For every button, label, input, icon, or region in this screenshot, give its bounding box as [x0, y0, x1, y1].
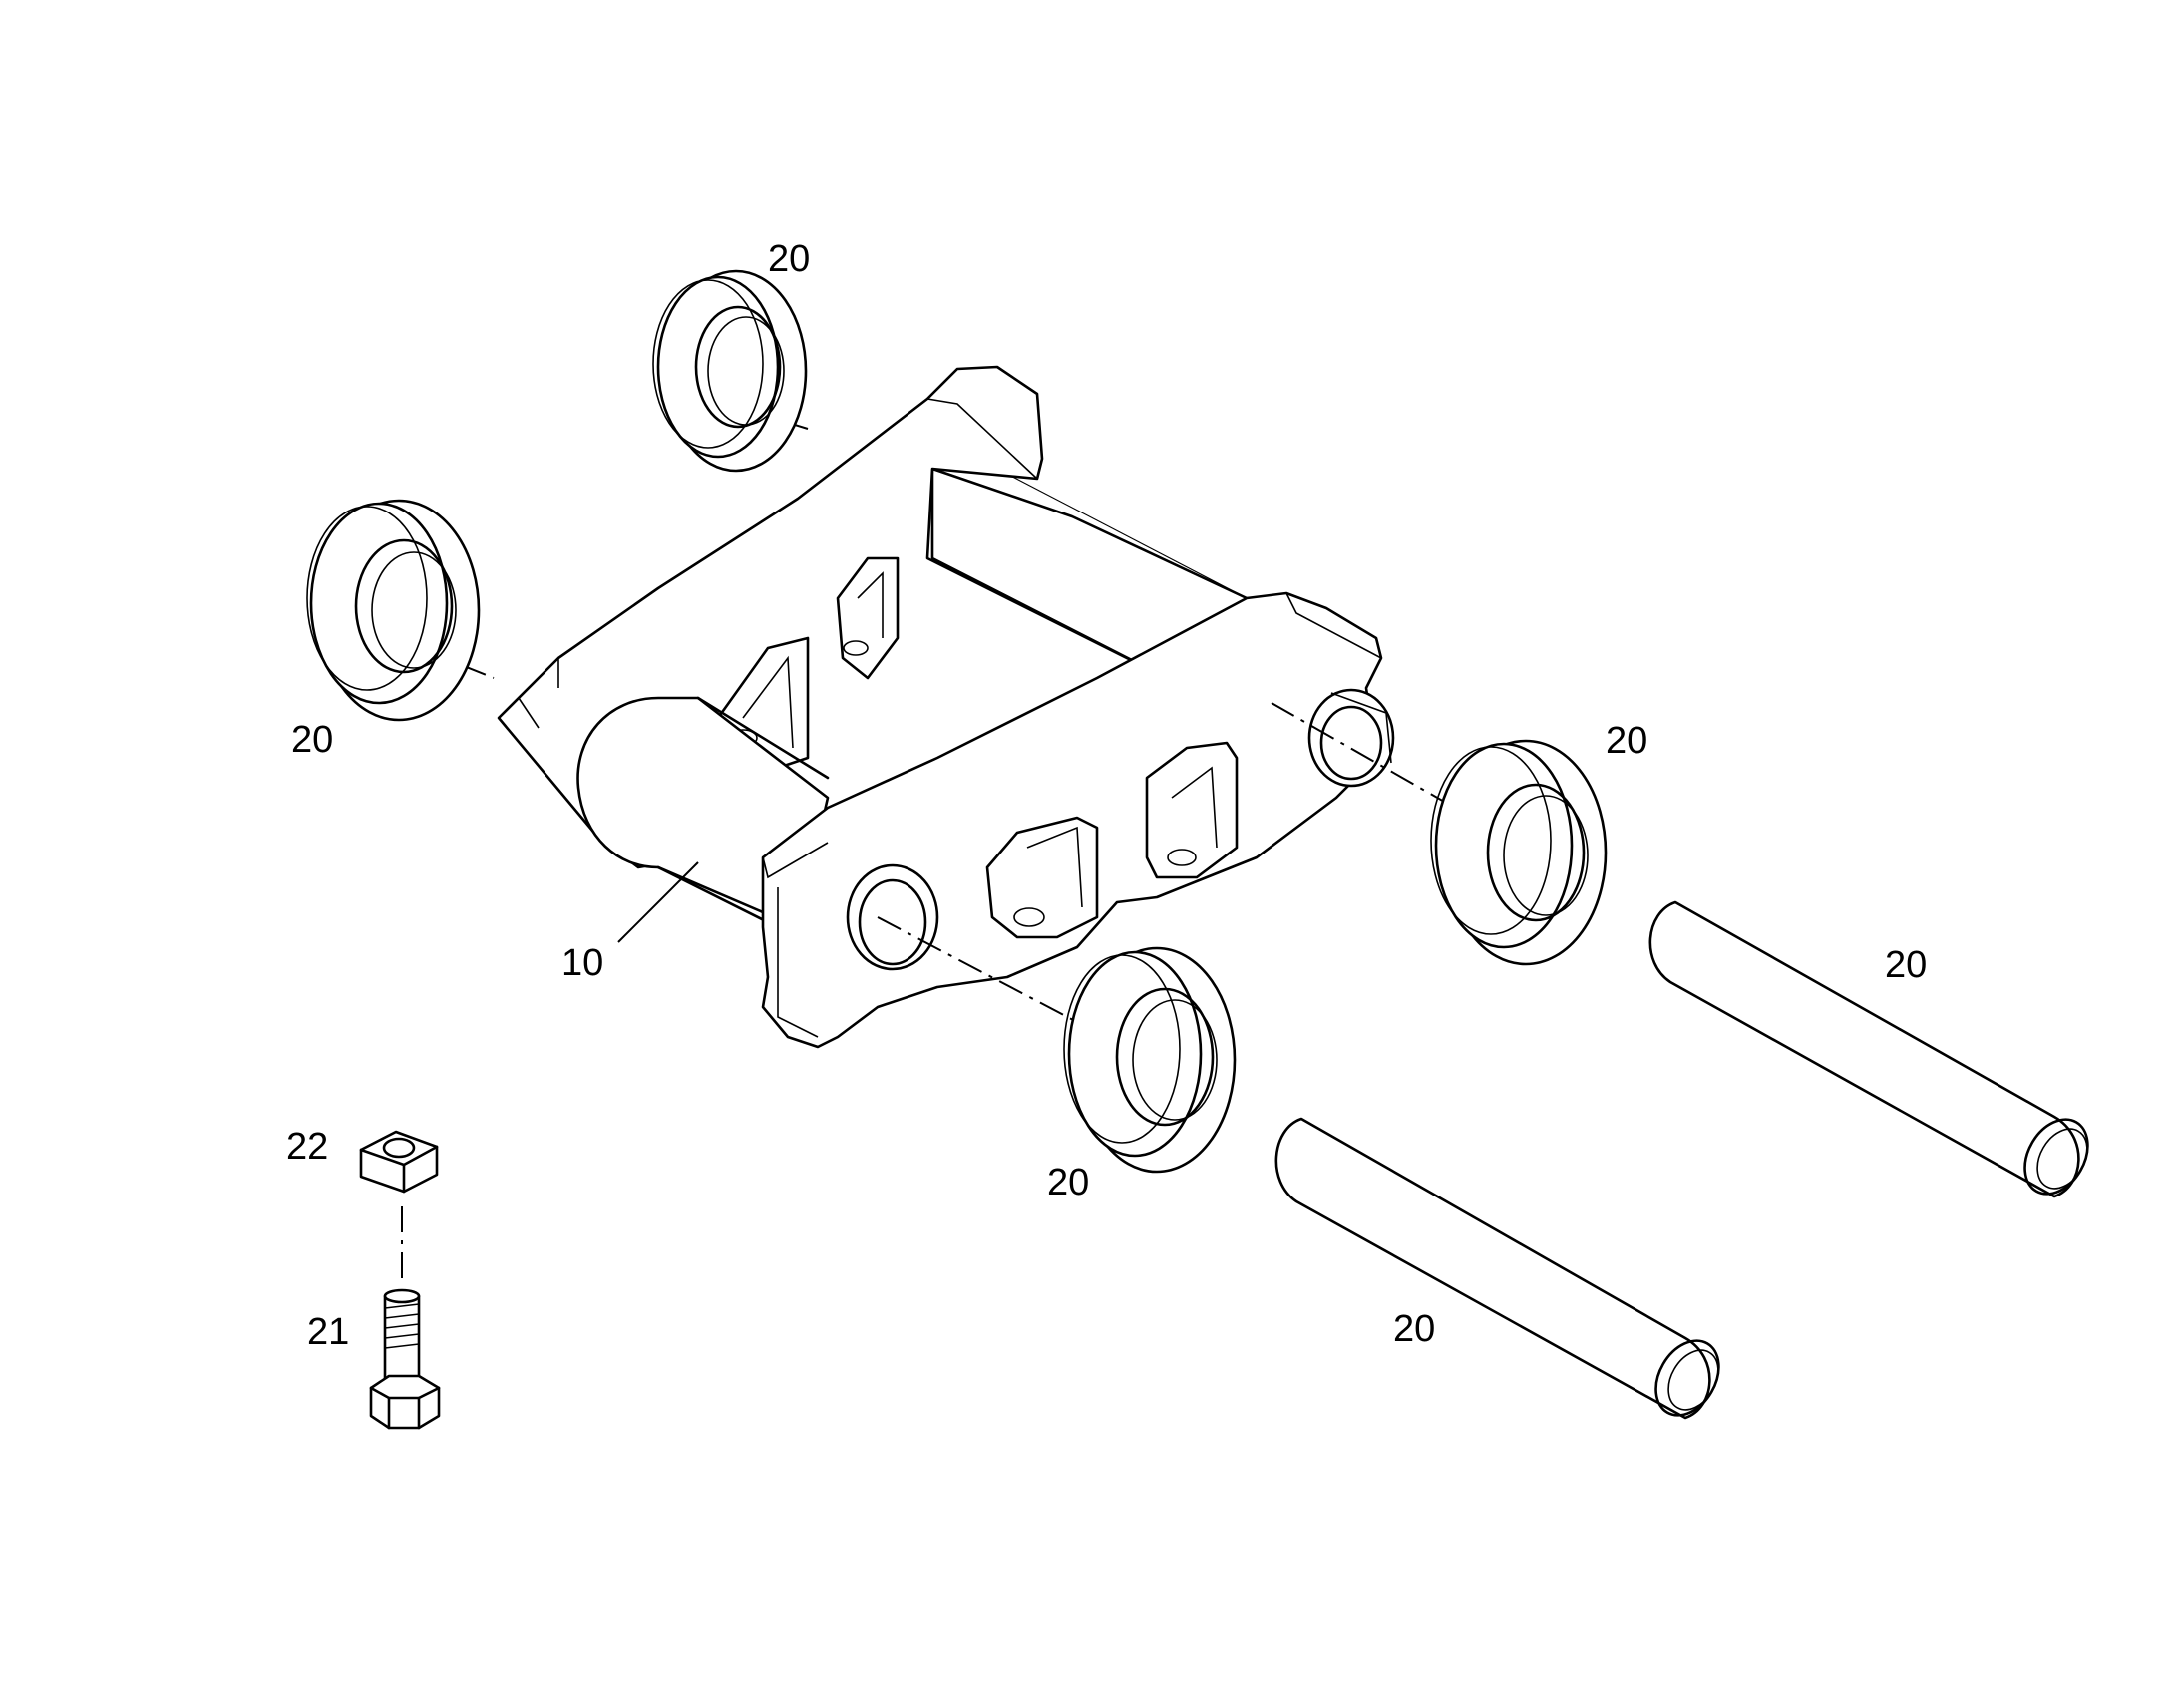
seal-ring-top — [652, 269, 808, 473]
square-nut — [359, 1130, 439, 1194]
callout-10-link-frame: 10 — [561, 942, 603, 984]
callout-20-left-seal: 20 — [291, 719, 333, 761]
hex-bolt — [369, 1288, 441, 1430]
callout-21-bolt: 21 — [307, 1311, 349, 1353]
track-link-frame — [497, 365, 1395, 1049]
callout-22-nut: 22 — [286, 1126, 328, 1168]
callout-20-lower-pin: 20 — [1393, 1308, 1435, 1350]
callout-20-right-seal: 20 — [1606, 720, 1647, 762]
pin-upper — [1648, 900, 2089, 1198]
seal-ring-right — [1430, 739, 1608, 966]
callout-20-top-seal: 20 — [768, 238, 810, 280]
callout-20-bottom-seal: 20 — [1047, 1162, 1089, 1203]
seal-ring-bottom — [1063, 946, 1237, 1174]
callout-20-upper-pin: 20 — [1885, 944, 1927, 986]
seal-ring-left — [306, 499, 481, 722]
pin-lower — [1274, 1117, 1720, 1420]
leader-lines — [617, 861, 699, 943]
